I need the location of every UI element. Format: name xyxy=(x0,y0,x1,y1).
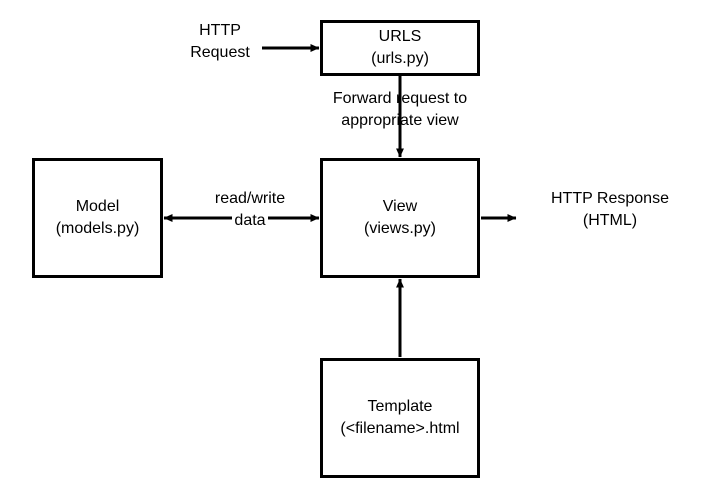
node-view-subtitle: (views.py) xyxy=(363,220,436,237)
node-model-subtitle: (models.py) xyxy=(55,220,140,237)
label-http-response: HTTP Response (HTML) xyxy=(520,188,700,231)
label-read-write-line1: read/write xyxy=(214,190,286,207)
label-forward-request: Forward request to appropriate view xyxy=(308,88,492,131)
label-forward-request-line2: appropriate view xyxy=(341,111,459,129)
label-read-write-data: read/write data xyxy=(190,188,310,231)
label-http-response-line1: HTTP Response xyxy=(551,190,669,207)
label-http-request-line1: HTTP xyxy=(199,22,241,39)
label-http-response-line2: (HTML) xyxy=(582,211,638,229)
node-template-title: Template xyxy=(367,398,433,416)
label-http-request: HTTP Request xyxy=(160,20,280,63)
node-urls-title: URLS xyxy=(378,28,422,46)
node-view[interactable]: View (views.py) xyxy=(320,158,480,278)
node-template[interactable]: Template (<filename>.html xyxy=(320,358,480,478)
node-model-title: Model xyxy=(75,198,120,216)
node-template-subtitle: (<filename>.html xyxy=(340,420,460,437)
node-model[interactable]: Model (models.py) xyxy=(32,158,163,278)
label-read-write-line2: data xyxy=(234,211,266,229)
node-urls[interactable]: URLS (urls.py) xyxy=(320,20,480,76)
label-http-request-line2: Request xyxy=(190,43,250,61)
node-urls-subtitle: (urls.py) xyxy=(371,50,429,67)
node-view-title: View xyxy=(382,198,418,216)
label-forward-request-line1: Forward request to xyxy=(332,90,468,107)
